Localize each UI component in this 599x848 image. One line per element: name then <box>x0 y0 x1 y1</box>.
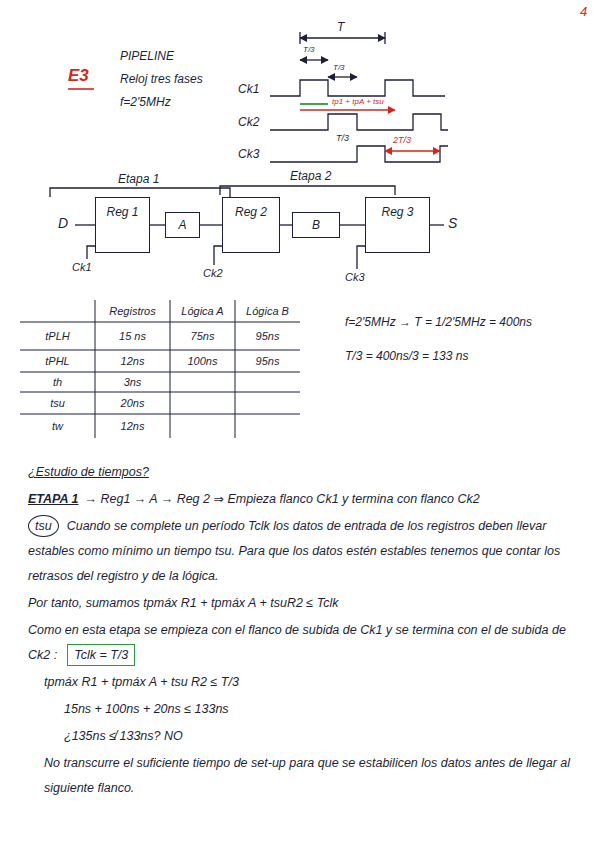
input-wire <box>75 224 95 225</box>
note-line: tsuCuando se complete un período Tclk lo… <box>28 514 584 589</box>
period-label: T <box>337 21 344 35</box>
delay-arrow <box>300 109 395 110</box>
note-line: Como en esta etapa se empieza con el fla… <box>28 618 584 668</box>
clock-waveform <box>270 146 448 162</box>
table-cell: tPLH <box>20 322 95 350</box>
section-heading: ¿Estudio de tiempos? <box>28 465 149 479</box>
table-cell: 75ns <box>170 322 235 350</box>
table-grid <box>20 300 300 438</box>
table-cell: Lógica B <box>235 300 300 322</box>
clock-wire <box>357 246 365 269</box>
note-line: tpmáx R1 + tpmáx A + tsu R2 ≤ T/3 <box>44 670 584 695</box>
clock-wire <box>214 246 222 265</box>
note-text: → Reg1 → A → Reg 2 ⇒ Empieza flanco Ck1 … <box>84 492 479 506</box>
register-box: Reg 1 <box>95 197 150 253</box>
table-cell: tsu <box>20 392 95 414</box>
box-text: Reg 2 <box>235 205 267 219</box>
stage-label: Etapa 2 <box>290 170 331 184</box>
page-number: 4 <box>580 5 587 20</box>
note-text: No transcurre el suficiente tiempo de se… <box>44 756 570 795</box>
third-arrow <box>300 59 328 60</box>
third-arrow <box>328 76 357 77</box>
box-text: Tclk = T/3 <box>74 648 128 662</box>
signal-name: Ck1 <box>238 83 259 97</box>
period-arrow <box>300 37 385 38</box>
note-line: ¿135ns ≰ 133ns? NO <box>64 724 584 749</box>
signal-wire <box>150 224 165 225</box>
signal-name: S <box>448 215 457 231</box>
box-text: Reg 3 <box>381 205 413 219</box>
frequency: f=2'5MHz <box>120 96 171 110</box>
stage-label: Etapa 1 <box>118 173 159 187</box>
table-cell: 12ns <box>95 414 170 438</box>
table-cell: th <box>20 372 95 392</box>
note-line: Por tanto, sumamos tpmáx R1 + tpmáx A + … <box>28 591 584 616</box>
signal-name: Ck2 <box>238 116 259 130</box>
calculation: T/3 = 400ns/3 = 133 ns <box>345 350 468 364</box>
table-cell: tPHL <box>20 350 95 372</box>
table-cell: 20ns <box>95 392 170 414</box>
interval-arrow <box>385 150 440 151</box>
note-line: ¿Estudio de tiempos? <box>28 460 584 485</box>
note-text: Cuando se complete un período Tclk los d… <box>28 519 560 583</box>
signal-name: Ck1 <box>72 261 92 274</box>
interval-label: T/3 <box>333 63 345 72</box>
logic-box: A <box>165 212 200 238</box>
heading: PIPELINE <box>120 50 174 64</box>
box-text: A <box>178 218 186 232</box>
signal-name: Ck3 <box>345 271 365 284</box>
delay-label: tp1 + tpA + tsu <box>332 97 384 106</box>
note-line: 15ns + 100ns + 20ns ≤ 133ns <box>64 697 584 722</box>
interval-label: T/3 <box>336 133 349 143</box>
signal-name: D <box>58 215 68 231</box>
signal-wire <box>280 224 292 225</box>
table-cell: 95ns <box>235 350 300 372</box>
table-cell: 95ns <box>235 322 300 350</box>
table-cell: 12ns <box>95 350 170 372</box>
table-cell: Lógica A <box>170 300 235 322</box>
tick <box>384 32 385 44</box>
exercise-number: E3 <box>68 66 89 86</box>
note-text: tpmáx R1 + tpmáx A + tsu R2 ≤ T/3 <box>44 675 239 689</box>
signal-name: Ck3 <box>238 148 259 162</box>
note-text: Por tanto, sumamos tpmáx R1 + tpmáx A + … <box>28 596 338 610</box>
output-wire <box>430 224 444 225</box>
signal-wire <box>340 224 365 225</box>
interval-line <box>300 103 328 105</box>
table-cell: tw <box>20 414 95 438</box>
clock-waveform <box>270 80 445 96</box>
table-cell: Registros <box>95 300 170 322</box>
table-cell: 100ns <box>170 350 235 372</box>
box-text: B <box>312 218 320 232</box>
table-cell: 3ns <box>95 372 170 392</box>
register-box: Reg 3 <box>365 197 430 253</box>
interval-label: 2T/3 <box>393 135 411 145</box>
stage-bracket <box>220 186 395 195</box>
signal-name: Ck2 <box>203 267 223 280</box>
box-text: Reg 1 <box>106 205 138 219</box>
note-text: ¿135ns ≰ 133ns? NO <box>64 729 183 743</box>
logic-box: B <box>292 212 340 238</box>
register-box: Reg 2 <box>222 197 280 253</box>
calculation: f=2'5MHz → T = 1/2'5MHz = 400ns <box>345 316 532 330</box>
highlight-box: Tclk = T/3 <box>67 644 135 666</box>
section-heading: ETAPA 1 <box>28 492 78 506</box>
note-line: No transcurre el suficiente tiempo de se… <box>44 751 584 801</box>
table-cell: 15 ns <box>95 322 170 350</box>
notes: ¿Estudio de tiempos? ETAPA 1 → Reg1 → A → … <box>28 460 584 803</box>
circled-term: tsu <box>28 515 59 537</box>
interval-label: T/3 <box>303 45 315 54</box>
stage-bracket <box>50 188 230 197</box>
signal-wire <box>200 224 222 225</box>
clock-waveform <box>270 114 448 130</box>
title-underline <box>68 88 94 90</box>
note-line: ETAPA 1 → Reg1 → A → Reg 2 ⇒ Empieza flan… <box>28 487 584 512</box>
clock-wire <box>87 246 95 259</box>
note-text: 15ns + 100ns + 20ns ≤ 133ns <box>64 702 229 716</box>
note: Reloj tres fases <box>120 73 203 87</box>
tick <box>299 32 300 44</box>
